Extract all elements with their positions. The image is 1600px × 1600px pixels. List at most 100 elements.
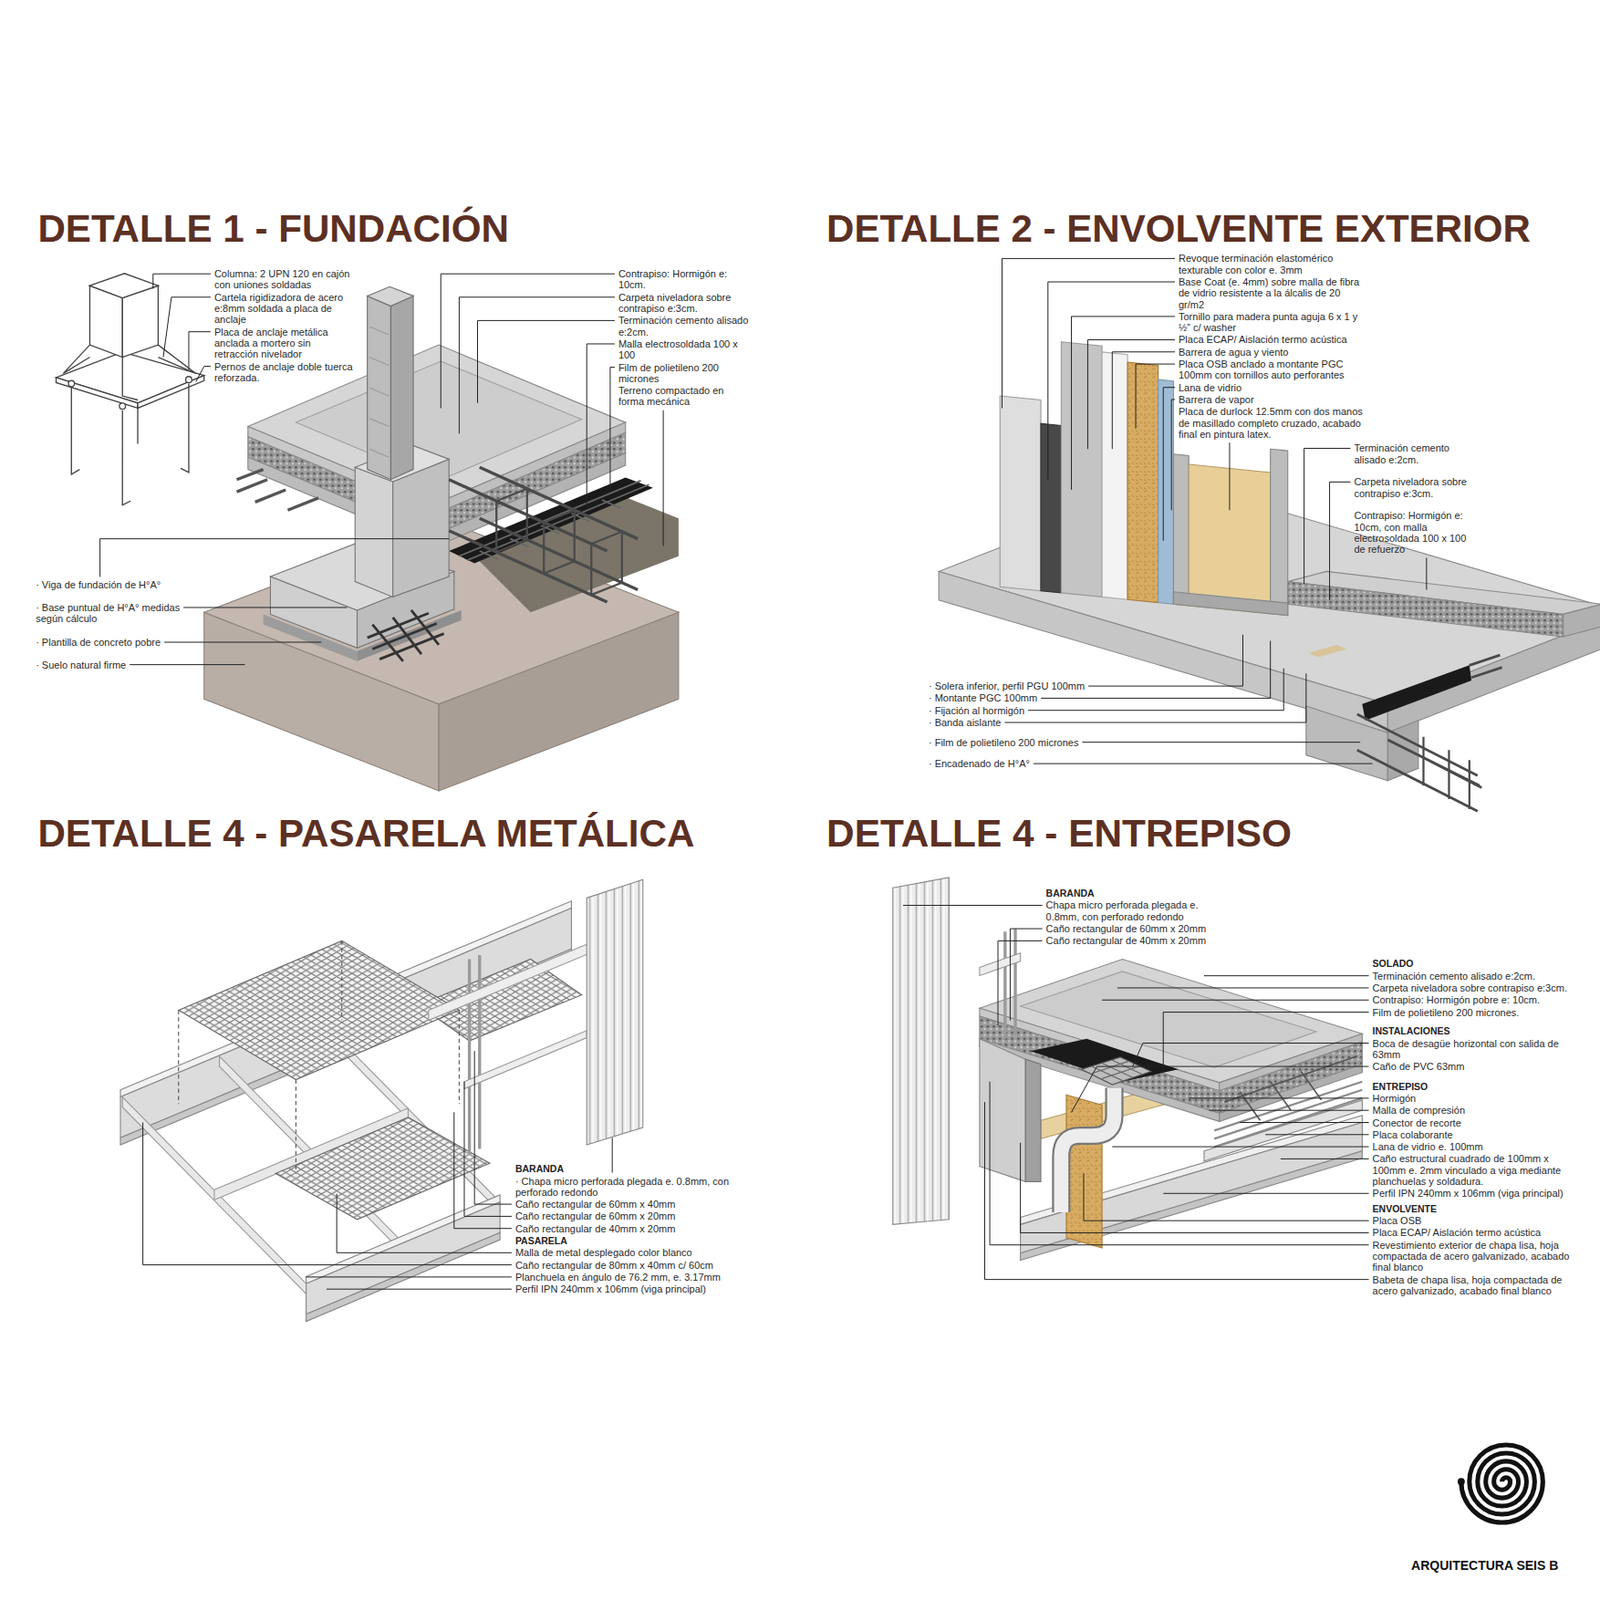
foundation-illustration (367, 295, 392, 479)
callout-label: Caño rectangular de 80mm x 40mm c/ 60cm (515, 1259, 749, 1271)
leader-line (1265, 1133, 1369, 1135)
section-heading: DETALLE 4 - PASARELA METÁLICA (37, 814, 695, 853)
callout-label: Carpeta niveladora sobre contrapiso e:3c… (1372, 982, 1582, 994)
section-heading: DETALLE 1 - FUNDACIÓN (37, 209, 510, 249)
leader-line (1087, 339, 1175, 449)
callout-label: Revestimiento exterior de chapa lisa, ho… (1372, 1239, 1582, 1274)
callout-label: Placa colaborante (1372, 1129, 1582, 1141)
logo-spiral (1457, 1444, 1543, 1523)
callout-label: Caño rectangular de 40mm x 20mm (515, 1223, 749, 1235)
floor-assembly (1081, 1057, 1152, 1085)
leader-line (612, 1137, 613, 1173)
callout-label: · Suelo natural firme (35, 659, 199, 671)
foundation-illustration (62, 344, 196, 400)
callout-label: Caño rectangular de 60mm x 40mm (515, 1198, 749, 1210)
envelope-illustration (1173, 592, 1288, 616)
callout-label: Terminación cemento alisado e:2cm. (618, 314, 751, 338)
logo-text: ARQUITECTURA SEIS B (1411, 1558, 1559, 1574)
foundation-illustration (56, 273, 205, 506)
floor-assembly (979, 953, 1021, 977)
leader-line (984, 1101, 1369, 1280)
floor-assembly (1060, 1087, 1114, 1212)
envelope-illustration (1288, 581, 1564, 637)
foundation-illustration (393, 458, 450, 597)
callout-label: Placa ECAP/ Aislación termo acústica (1372, 1226, 1582, 1238)
envelope-illustration (1387, 720, 1419, 781)
foundation-illustration (89, 273, 158, 299)
leader-line (1020, 1142, 1370, 1234)
leader-line (454, 1111, 512, 1228)
callout-label: Terreno compactado en forma mecánica (618, 384, 751, 408)
group-heading: BARANDA (515, 1163, 749, 1175)
group-heading: ENTREPISO (1372, 1080, 1582, 1092)
callout-label: Pernos de anclaje doble tuerca reforzada… (214, 361, 355, 385)
group-heading: SOLADO (1372, 957, 1582, 969)
leader-line (1101, 999, 1369, 1001)
floor-assembly (1066, 1094, 1102, 1248)
foundation-illustration (119, 403, 126, 410)
callout-label: · Montante PGC 100mm (928, 692, 1112, 704)
callout-label: Perfil IPN 240mm x 106mm (viga principal… (1372, 1187, 1582, 1199)
callout-label: Chapa micro perforada plegada e. 0.8mm, … (1046, 899, 1230, 923)
envelope-illustration (1306, 706, 1388, 781)
section-heading: DETALLE 4 - ENTREPISO (826, 814, 1292, 853)
callout-label: Malla de compresión (1372, 1104, 1582, 1116)
section-heading: DETALLE 2 - ENVOLVENTE EXTERIOR (826, 209, 1531, 249)
walkway-illustration (178, 940, 460, 1080)
leader-line (1188, 1097, 1369, 1099)
leader-line (1329, 481, 1351, 600)
leader-line (464, 1081, 512, 1217)
foundation-illustration (496, 488, 528, 552)
callout-label: · Plantilla de concreto pobre (35, 636, 199, 648)
callout-label: Base Coat (e. 4mm) sobre malla de fibra … (1178, 276, 1368, 311)
foundation-illustration (56, 377, 138, 409)
callout-label: Terminación cemento alisado e:2cm. (1372, 970, 1582, 982)
callout-label: Malla electrosoldada 100 x 100 (618, 338, 751, 362)
foundation-illustration (448, 467, 638, 603)
leader-line (1001, 258, 1175, 408)
callout-label: Film de polietileno 200 micrones. (1372, 1007, 1582, 1019)
leader-line (440, 273, 615, 408)
foundation-illustration (56, 273, 679, 791)
foundation-illustration (591, 531, 623, 595)
callout-label: · Solera inferior, perfil PGU 100mm (928, 680, 1112, 692)
leader-line (1071, 316, 1175, 490)
foundation-illustration (186, 376, 193, 384)
leader-line (1239, 1122, 1369, 1123)
callout-label: Hormigón (1372, 1092, 1582, 1104)
group-heading: INSTALACIONES (1372, 1025, 1582, 1037)
leader-line (610, 367, 615, 490)
callout-label: Caño rectangular de 60mm x 20mm (1046, 923, 1230, 935)
callout-label: Columna: 2 UPN 120 en cajón con uniones … (214, 268, 355, 291)
leader-line (1280, 1158, 1370, 1160)
leader-line (196, 366, 211, 383)
foundation-illustration (71, 384, 189, 506)
callout-label: Contrapiso: Hormigón e: 10cm, con malla … (1353, 509, 1475, 555)
leader-line (1163, 1012, 1369, 1072)
callout-label: · Fijación al hormigón (928, 705, 1112, 717)
envelope-illustration (1361, 664, 1472, 720)
foundation-illustration (68, 380, 75, 387)
callout-label: Babeta de chapa lisa, hoja compactada de… (1372, 1274, 1582, 1298)
floor-assembly (1060, 1087, 1114, 1212)
foundation-illustration (367, 610, 445, 662)
leader-line (188, 332, 211, 370)
group-heading: PASARELA (515, 1235, 749, 1247)
leader-line (1111, 1146, 1369, 1148)
callout-label: Caño rectangular de 60mm x 20mm (515, 1210, 749, 1222)
callout-label: Placa de durlock 12.5mm con dos manos de… (1178, 405, 1368, 440)
leader-line (143, 1122, 512, 1265)
leader-line (129, 664, 245, 665)
walkway-illustration (586, 879, 644, 1145)
leader-line (1132, 1043, 1370, 1067)
callout-label: Carpeta niveladora sobre contrapiso e:3c… (1353, 476, 1475, 499)
envelope-illustration (1127, 362, 1159, 603)
leader-line (153, 273, 211, 289)
envelope-illustration (1308, 644, 1348, 657)
leader-line (336, 1194, 512, 1254)
leader-line (1163, 387, 1175, 541)
floor-illustration (893, 877, 950, 1225)
callout-label: Planchuela en ángulo de 76.2 mm, e. 3.17… (515, 1271, 749, 1283)
leader-line (477, 320, 615, 403)
